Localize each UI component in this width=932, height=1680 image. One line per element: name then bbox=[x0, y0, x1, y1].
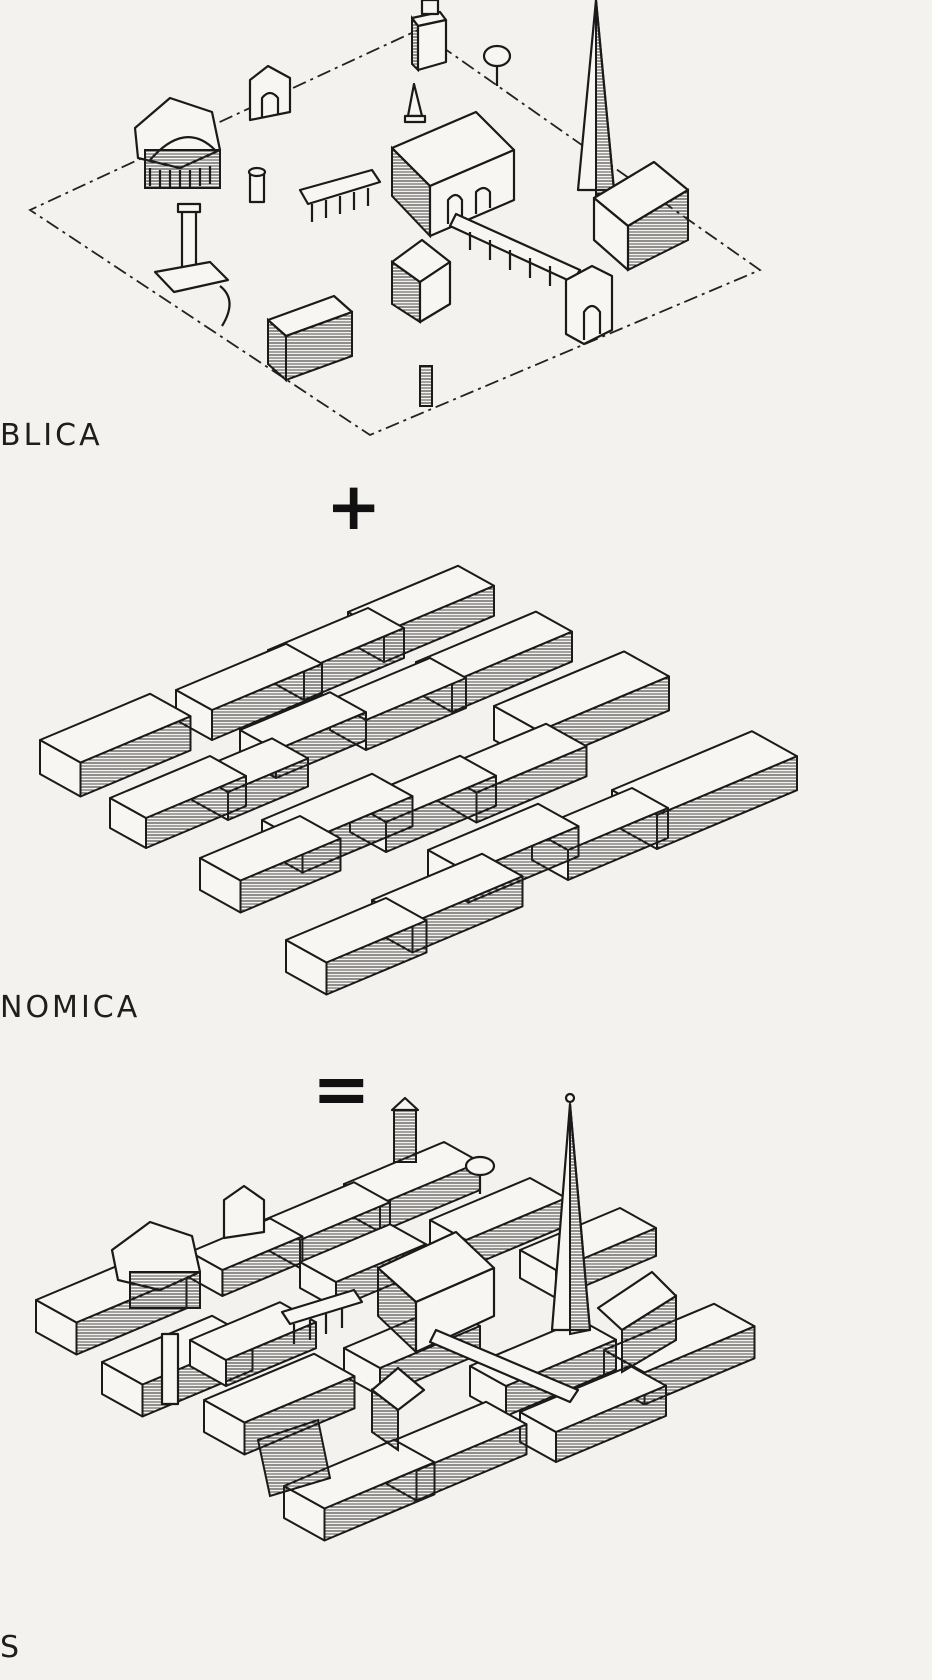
combined-colonnade bbox=[280, 1288, 364, 1344]
gate-right bbox=[564, 264, 614, 346]
combined-kiosk bbox=[370, 1366, 426, 1452]
combined-monuments bbox=[110, 1092, 678, 1498]
economic-block bbox=[285, 897, 428, 996]
small-column bbox=[247, 166, 267, 204]
small-post bbox=[419, 365, 433, 407]
economic-block bbox=[199, 815, 342, 914]
label-top: BLICA bbox=[0, 418, 103, 453]
label-middle: NOMICA bbox=[0, 990, 141, 1025]
kiosk bbox=[390, 238, 452, 324]
pantheon bbox=[133, 96, 222, 189]
panel-economic-blocks bbox=[39, 564, 798, 996]
economic-block bbox=[39, 692, 192, 798]
tower bbox=[410, 0, 448, 73]
combined-block bbox=[256, 1418, 332, 1498]
tree bbox=[482, 44, 512, 86]
temple-right bbox=[592, 160, 690, 272]
aqueduct bbox=[448, 212, 582, 286]
combined-block-unit bbox=[283, 1438, 436, 1542]
combined-temple bbox=[596, 1270, 678, 1374]
economic-block bbox=[175, 642, 323, 741]
arch-gate bbox=[248, 64, 292, 122]
combined-column bbox=[160, 1332, 180, 1406]
combined-aqueduct bbox=[428, 1328, 580, 1404]
combined-spire bbox=[550, 1092, 592, 1336]
combined-arch bbox=[222, 1184, 266, 1240]
basilica bbox=[390, 110, 516, 239]
panel-public-monuments bbox=[28, 0, 762, 437]
label-bottom: S bbox=[0, 1630, 23, 1665]
equals-operator: = bbox=[312, 1048, 371, 1130]
combined-tree bbox=[464, 1155, 496, 1194]
colonnade-small bbox=[298, 168, 382, 222]
tall-column bbox=[153, 202, 231, 327]
combined-tower bbox=[390, 1096, 420, 1163]
economic-block bbox=[109, 755, 247, 849]
plus-operator: + bbox=[326, 468, 382, 545]
combined-block-unit bbox=[519, 1364, 667, 1463]
obelisk bbox=[403, 82, 427, 124]
spire bbox=[576, 0, 616, 197]
combined-pantheon bbox=[110, 1220, 202, 1309]
block-building bbox=[266, 294, 354, 383]
